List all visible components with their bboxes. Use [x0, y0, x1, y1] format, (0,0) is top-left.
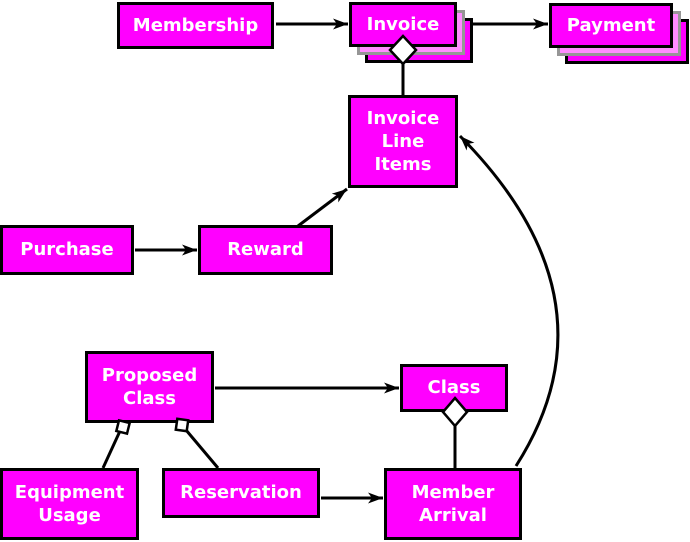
node-invoice-label: Invoice [366, 13, 440, 35]
edge-reward-invoice-line-items [297, 187, 348, 228]
node-payment[interactable]: Payment [549, 3, 689, 64]
edge-proposed-class-reservation [174, 417, 220, 469]
invoice-stack-face: Invoice [349, 2, 457, 47]
node-invoice-line-items[interactable]: Invoice Line Items [348, 95, 458, 188]
node-member-arrival[interactable]: Member Arrival [384, 468, 522, 540]
node-class[interactable]: Class [400, 364, 508, 412]
node-equipment-usage-label: Equipment Usage [14, 481, 125, 526]
node-equipment-usage[interactable]: Equipment Usage [0, 468, 139, 540]
node-proposed-class[interactable]: Proposed Class [85, 351, 214, 423]
node-member-arrival-label: Member Arrival [411, 481, 495, 526]
node-proposed-class-label: Proposed Class [101, 364, 198, 409]
node-payment-label: Payment [566, 14, 656, 36]
node-reward[interactable]: Reward [198, 225, 333, 275]
node-reservation[interactable]: Reservation [162, 468, 320, 518]
edge-member-arrival-invoice-line-items [458, 134, 560, 467]
node-purchase[interactable]: Purchase [0, 225, 134, 275]
node-membership-label: Membership [132, 14, 259, 36]
payment-stack-face: Payment [549, 3, 673, 48]
edge-proposed-class-equipment-usage [101, 418, 132, 469]
node-class-label: Class [427, 377, 481, 399]
node-invoice-line-items-label: Invoice Line Items [366, 107, 440, 176]
node-purchase-label: Purchase [20, 239, 114, 261]
node-reservation-label: Reservation [180, 482, 302, 504]
node-reward-label: Reward [227, 239, 304, 261]
node-invoice[interactable]: Invoice [349, 2, 473, 63]
node-membership[interactable]: Membership [117, 2, 274, 49]
